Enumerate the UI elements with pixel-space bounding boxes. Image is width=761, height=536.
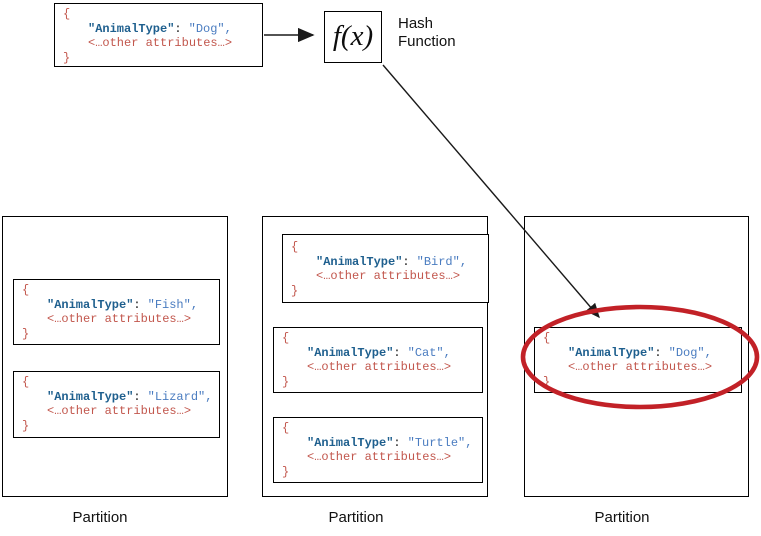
json-open-brace: {: [22, 375, 30, 389]
json-doc-fish: { "AnimalType":"Fish", <…other attribute…: [13, 279, 220, 345]
hash-function-box: f(x): [324, 11, 382, 63]
json-doc-lizard: { "AnimalType":"Lizard", <…other attribu…: [13, 371, 220, 438]
partition-2-label: Partition: [328, 509, 384, 526]
partition-3-label: Partition: [594, 509, 650, 526]
json-key: "AnimalType": [47, 297, 134, 312]
json-value: "Cat",: [407, 345, 451, 360]
json-open-brace: {: [63, 7, 71, 21]
json-other-attributes: <…other attributes…>: [568, 360, 713, 375]
json-doc-cat: { "AnimalType":"Cat", <…other attributes…: [273, 327, 483, 393]
json-key: "AnimalType": [47, 389, 134, 404]
json-open-brace: {: [282, 421, 290, 435]
json-other-attributes: <…other attributes…>: [316, 269, 461, 284]
partition-1-label: Partition: [72, 509, 128, 526]
json-doc-dog-hashed: { "AnimalType":"Dog", <…other attributes…: [534, 327, 742, 393]
hash-function-label: Hash Function: [398, 15, 456, 50]
partition-3-box: { "AnimalType":"Dog", <…other attributes…: [524, 216, 749, 497]
json-other-attributes: <…other attributes…>: [307, 450, 452, 465]
json-key: "AnimalType": [88, 21, 175, 36]
json-open-brace: {: [282, 331, 290, 345]
json-other-attributes: <…other attributes…>: [88, 36, 233, 51]
json-value: "Fish",: [147, 297, 199, 312]
json-open-brace: {: [543, 331, 551, 345]
json-key: "AnimalType": [307, 345, 394, 360]
json-other-attributes: <…other attributes…>: [47, 312, 192, 327]
json-doc-source-dog: { "AnimalType":"Dog", <…other attributes…: [54, 3, 263, 67]
partition-1-box: { "AnimalType":"Fish", <…other attribute…: [2, 216, 228, 497]
json-doc-bird: { "AnimalType":"Bird", <…other attribute…: [282, 234, 489, 303]
json-close-brace: }: [282, 374, 290, 389]
json-value: "Lizard",: [147, 389, 213, 404]
json-key: "AnimalType": [307, 435, 394, 450]
json-close-brace: }: [63, 50, 71, 65]
json-close-brace: }: [22, 418, 30, 433]
json-close-brace: }: [291, 283, 299, 298]
json-value: "Dog",: [188, 21, 232, 36]
json-value: "Bird",: [416, 254, 468, 269]
json-other-attributes: <…other attributes…>: [307, 360, 452, 375]
json-close-brace: }: [22, 326, 30, 341]
json-other-attributes: <…other attributes…>: [47, 404, 192, 419]
json-doc-turtle: { "AnimalType":"Turtle", <…other attribu…: [273, 417, 483, 483]
json-close-brace: }: [543, 374, 551, 389]
json-close-brace: }: [282, 464, 290, 479]
json-open-brace: {: [22, 283, 30, 297]
json-value: "Dog",: [668, 345, 712, 360]
json-key: "AnimalType": [568, 345, 655, 360]
json-open-brace: {: [291, 240, 299, 254]
json-key: "AnimalType": [316, 254, 403, 269]
json-value: "Turtle",: [407, 435, 473, 450]
hash-function-symbol: f(x): [332, 19, 374, 52]
partition-2-box: { "AnimalType":"Bird", <…other attribute…: [262, 216, 489, 497]
